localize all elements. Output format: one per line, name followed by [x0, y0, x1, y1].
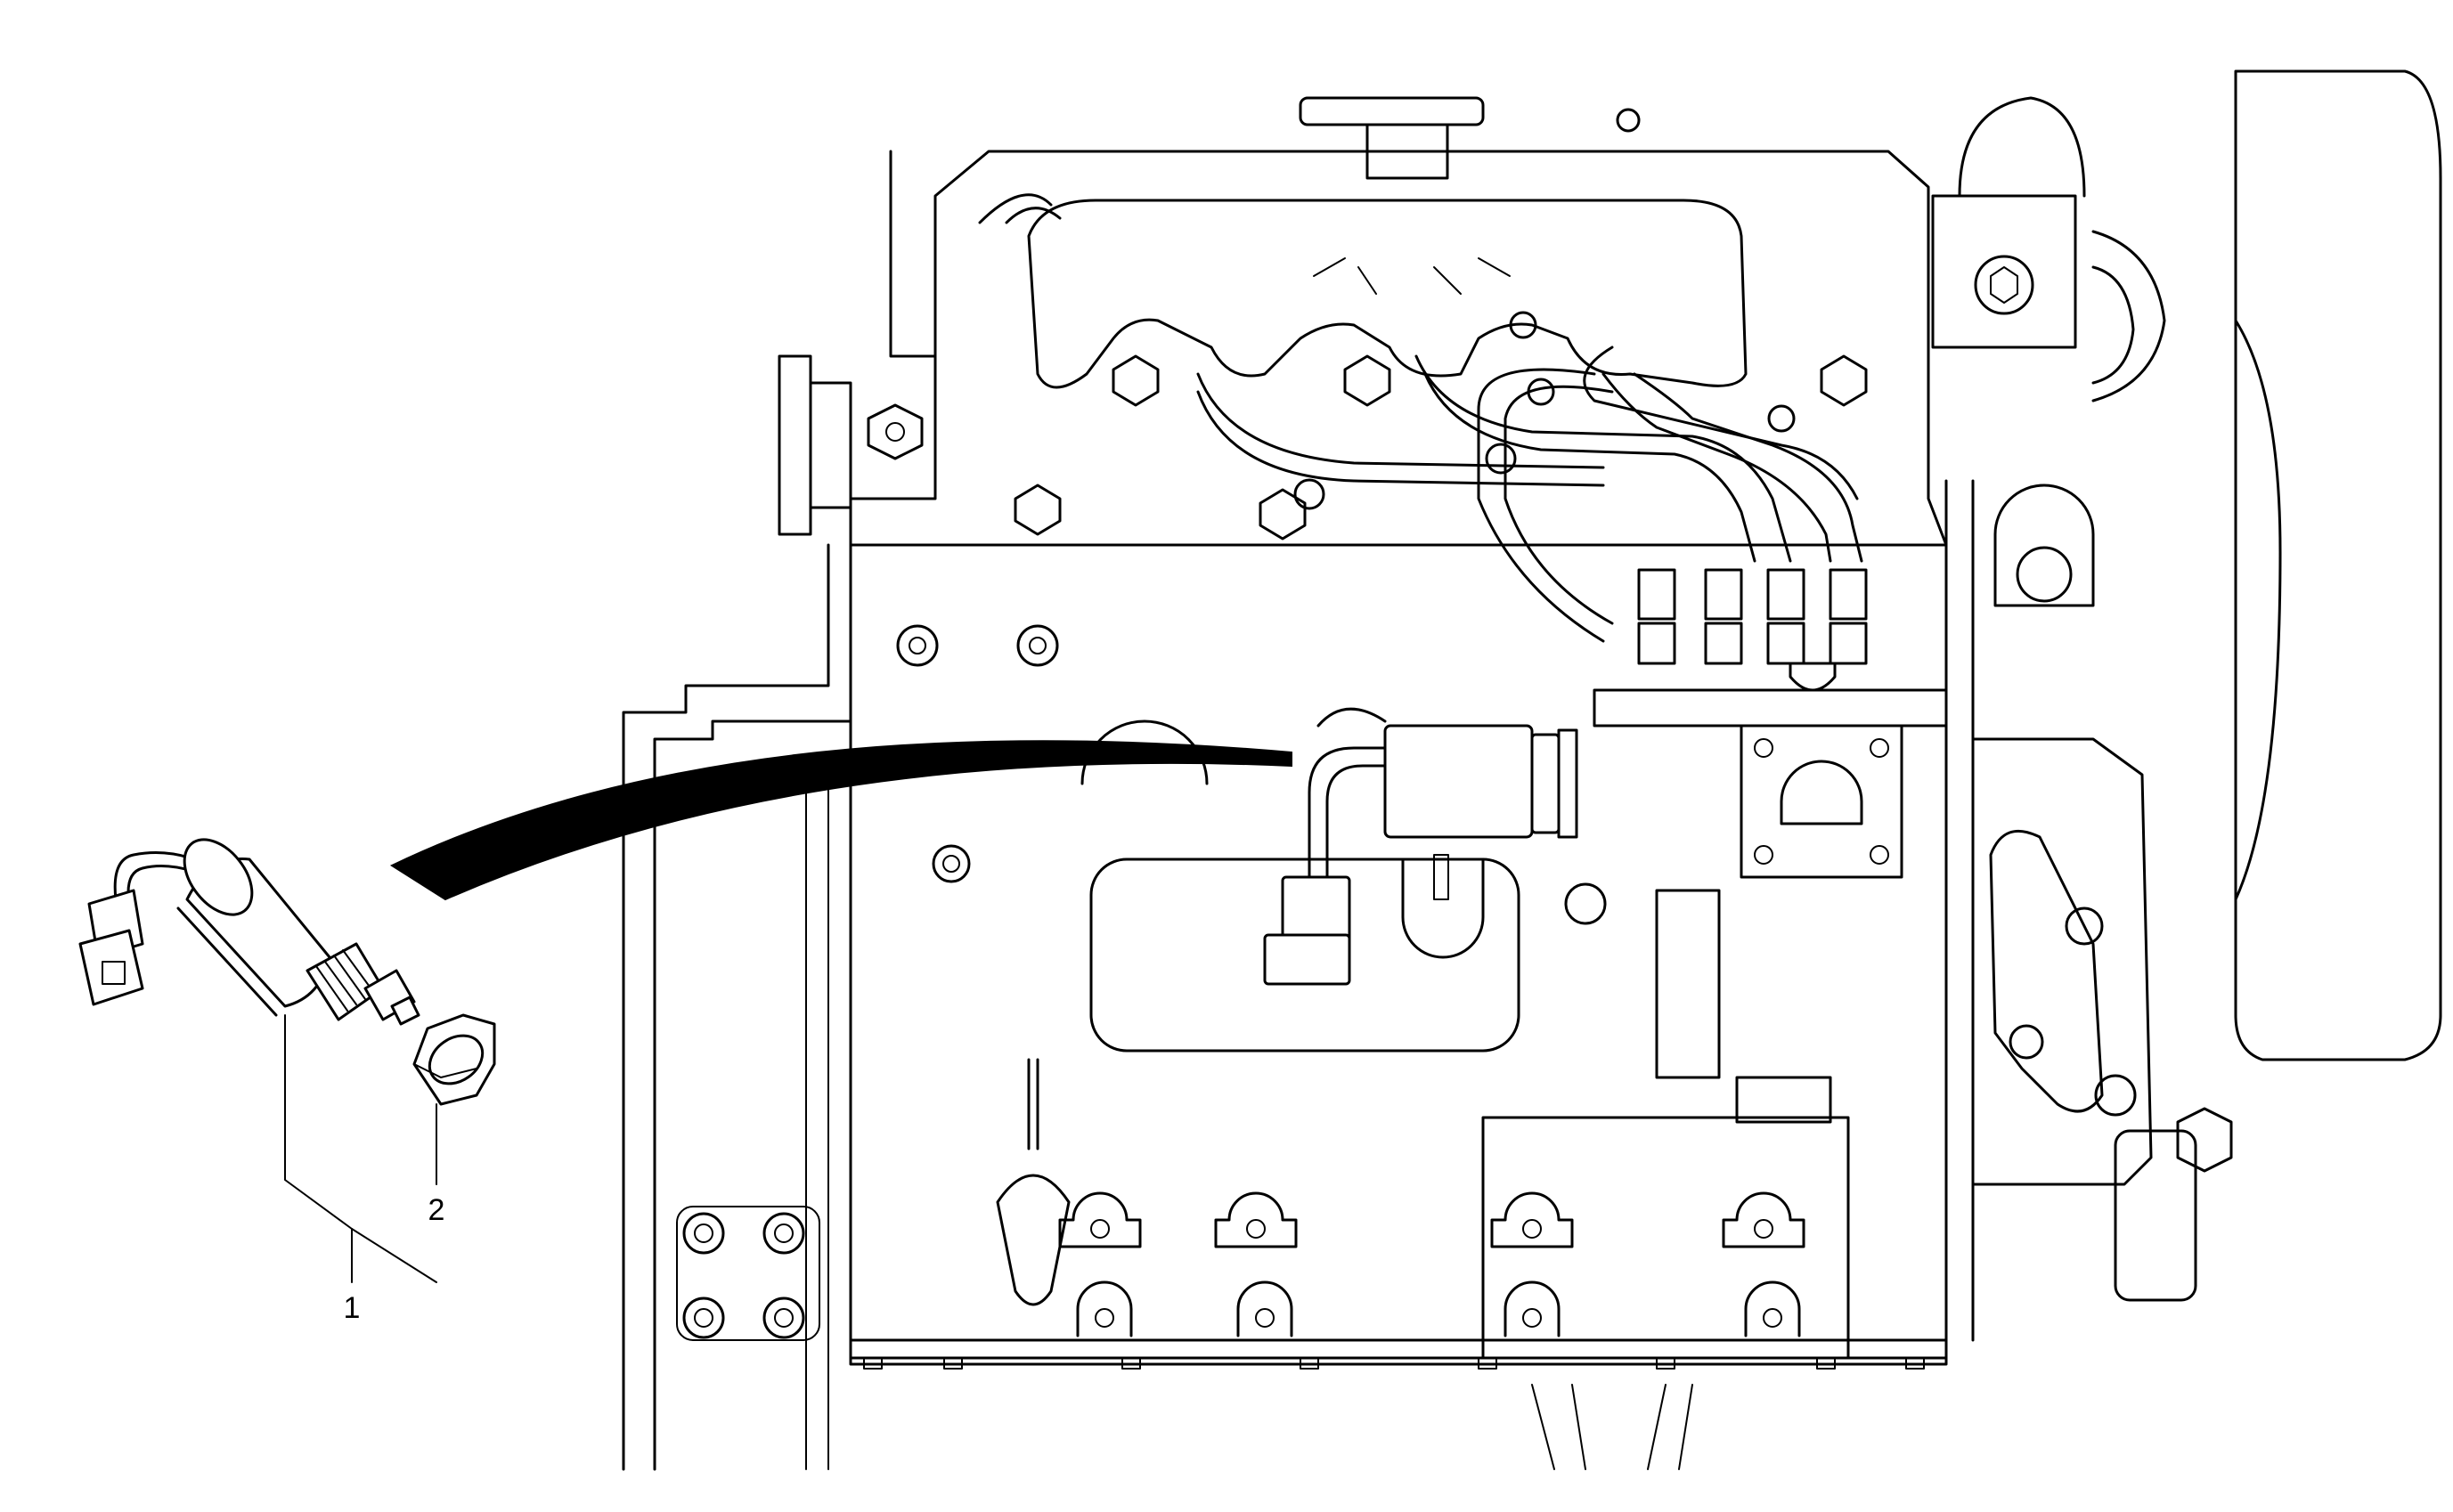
oil-pan-bosses [1058, 1191, 1805, 1337]
head-bolts [867, 311, 1868, 541]
callout-2-label: 2 [428, 1193, 445, 1227]
cylinder-head [778, 96, 1948, 547]
front-cover [1931, 69, 2442, 1342]
callout-arrow [389, 740, 1292, 901]
part-2-nut [412, 1013, 496, 1106]
leader-lines [284, 1014, 437, 1283]
injector-lines [978, 193, 1863, 643]
pan-bolts [863, 1357, 1925, 1370]
part-1-solenoid [78, 838, 420, 1026]
left-housing-bolts [676, 1206, 820, 1341]
engine-block [622, 543, 1948, 1471]
callout-1-label: 1 [344, 1291, 361, 1325]
installed-solenoid [1263, 707, 1578, 986]
